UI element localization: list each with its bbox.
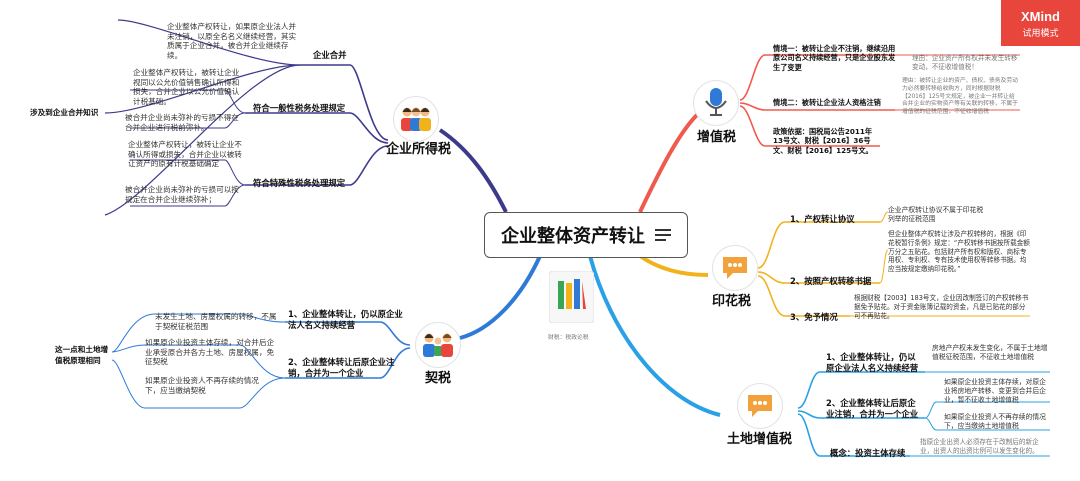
land-case2-label[interactable]: 2、企业整体转让后原企业注销，合并为一个企业: [826, 398, 919, 419]
land-case1-label[interactable]: 1、企业整体转让，仍以原企业法人名义持续经营: [826, 352, 919, 373]
corp-income-tax-icon-circle: [393, 96, 439, 142]
corp-general-note-1: 企业整体产权转让，被转让企业视同以公允价值销售确认所得和损失，合并企业以公允价值…: [133, 68, 240, 106]
corp-root-label[interactable]: 涉及到企业合并知识: [30, 108, 99, 117]
branch-line-land: [588, 255, 721, 417]
stamp-item2-label[interactable]: 2、按照产权转移书据: [790, 276, 872, 286]
corp-merger-note: 企业整体产权转让，如果原企业法人并未注销，以原全名名义继续经营，其实质属于企业合…: [167, 22, 297, 60]
corp-special-label[interactable]: 符合特殊性税务处理规定: [253, 178, 346, 188]
corp-merger-label[interactable]: 企业合并: [313, 50, 347, 60]
deed-tax-icon-circle: [415, 322, 461, 368]
stamp-item1-label[interactable]: 1、产权转让协议: [790, 214, 855, 224]
chat-bubble-icon: [748, 395, 772, 417]
vat-situation1-label[interactable]: 情境一：被转让企业不注销，继续沿用原公司名义持续经营，只是企业股东发生了变更: [773, 44, 896, 72]
chat-bubble-icon: [723, 257, 747, 279]
stamp-item2-note: 但企业整体产权转让涉及产权转移的，根据《印花税暂行条例》规定：“产权转移书据按所…: [888, 230, 1030, 274]
vat-title[interactable]: 增值税: [697, 130, 737, 145]
land-case2-note-2: 如果原企业投资人不再存续的情况下，应当缴纳土地增值税: [944, 413, 1046, 430]
corp-income-tax-title[interactable]: 企业所得税: [386, 142, 452, 157]
stamp-item3-label[interactable]: 3、免予情况: [790, 312, 838, 322]
stamp-tax-icon-circle: [712, 245, 758, 291]
stamp-item1-note: 企业产权转让协议不属于印花税列举的征税范围: [888, 206, 984, 223]
deed-case1-note: 未发生土地、房屋权属的转移，不属于契税征税范围: [155, 312, 277, 331]
branch-line-stamp: [638, 254, 709, 277]
vat-situation1-note: 理由：企业资产所有权并未发生转移变动，不征收增值税！: [912, 54, 1018, 71]
xmind-trial-badge[interactable]: XMind 试用模式: [1001, 0, 1080, 46]
deed-case2-note-2: 如果原企业投资人不再存续的情况下，应当缴纳契税: [145, 376, 259, 395]
microphone-icon: [705, 88, 727, 116]
deed-case2-label[interactable]: 2、企业整体转让后原企业注销，合并为一个企业: [288, 357, 395, 378]
corp-general-note-2: 被合并企业尚未弥补的亏损不得在合并企业进行税前弥补。: [125, 113, 239, 132]
land-vat-icon-circle: [737, 383, 783, 429]
family-icon: [423, 333, 453, 357]
land-concept-note: 指原企业出资人必须存在于改制后的新企业，出资人的出资比例可以发生变化的。: [920, 438, 1039, 455]
branch-line-corp: [438, 128, 508, 213]
badge-brand: XMind: [1021, 9, 1060, 24]
corp-special-note-1: 企业整体产权转让，被转让企业不确认所得或损失，合并企业以被转让资产的原有计税基础…: [128, 140, 242, 169]
land-vat-title[interactable]: 土地增值税: [727, 432, 793, 447]
stamp-tax-title[interactable]: 印花税: [712, 294, 752, 309]
branch-line-deed: [459, 255, 542, 340]
corp-general-label[interactable]: 符合一般性税务处理规定: [253, 103, 346, 113]
central-topic[interactable]: 企业整体资产转让: [484, 212, 688, 258]
books-ruler-icon: [548, 270, 595, 324]
vat-policy-label[interactable]: 政策依据：国税局公告2011年13号文、财税【2016】36号文、财税【2016…: [773, 127, 873, 155]
corp-special-note-2: 被合并企业尚未弥补的亏损可以按规定在合并企业继续弥补；: [125, 185, 239, 204]
vat-situation2-note: 理由：被转让企业的资产、债权、债务及劳动力必然要转移给收购方，同时根据财税【20…: [902, 78, 1018, 116]
deed-root-label[interactable]: 这一点和土地增值税原理相同: [55, 345, 109, 365]
book-image: [548, 270, 595, 329]
badge-mode: 试用模式: [1022, 29, 1059, 39]
central-topic-title: 企业整体资产转让: [501, 226, 645, 247]
notes-icon[interactable]: [655, 229, 671, 241]
deed-tax-title[interactable]: 契税: [425, 371, 452, 386]
vat-situation2-label[interactable]: 情境二：被转让企业法人资格注销: [773, 98, 881, 107]
land-concept-label[interactable]: 概念：投资主体存续: [830, 448, 906, 458]
people-group-icon: [401, 107, 431, 131]
book-image-caption: 财税：税政论税: [548, 335, 589, 341]
land-case2-note-1: 如果原企业投资主体存续，对原企业将房地产转移、变更到合并后企业，暂不征收土地增值…: [944, 378, 1046, 404]
stamp-item3-note: 根据财税【2003】183号文，企业因改制签订的产权转移书据免予贴花。对于资金账…: [854, 294, 1029, 320]
deed-case2-note-1: 如果原企业投资主体存续，对合并后企业承受原合并各方土地、房屋权属，免征契税: [145, 338, 275, 367]
vat-icon-circle: [693, 80, 739, 126]
branch-line-vat: [638, 110, 702, 213]
deed-case1-label[interactable]: 1、企业整体转让，仍以原企业法人名义持续经营: [288, 309, 403, 330]
land-case1-note: 房地产产权未发生变化，不属于土地增值税征税范围，不征收土地增值税: [932, 344, 1048, 361]
